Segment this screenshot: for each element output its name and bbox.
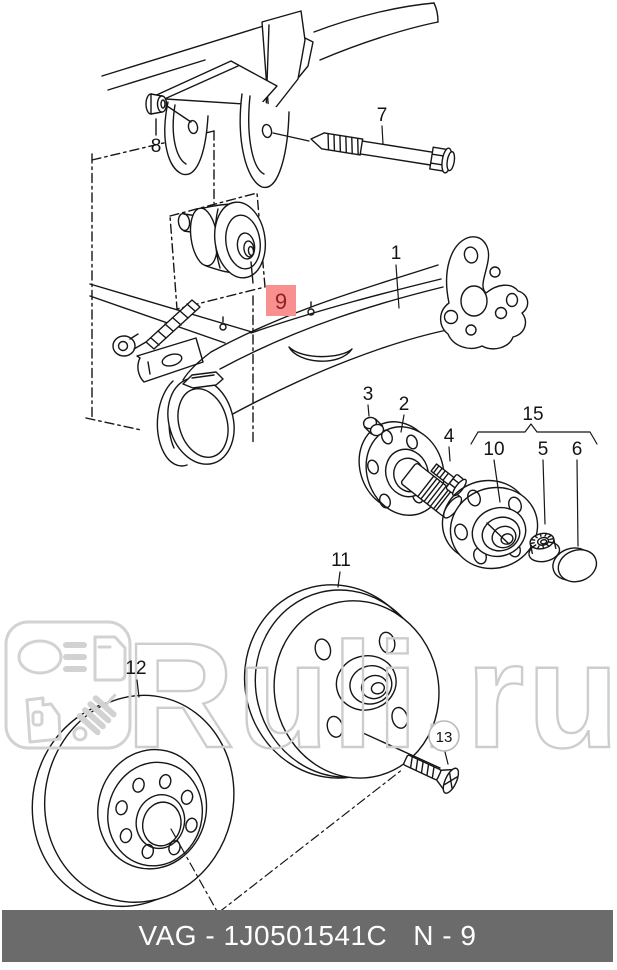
callout-7: 7 [377, 105, 388, 126]
body-bracket-drawing [101, 2, 439, 188]
footer-part-code: VAG - 1J0501541C [138, 920, 388, 951]
callout-13: 13 [436, 729, 453, 746]
flange-nut-drawing [145, 93, 192, 136]
headlight-icon [17, 639, 87, 675]
callout-15: 15 [522, 404, 543, 425]
dust-cap-drawing [552, 547, 598, 583]
shock-absorber-icon [72, 693, 117, 742]
callout-11: 11 [331, 550, 351, 571]
exploded-parts-diagram: Ruli.ru 1 2 3 4 5 6 7 8 10 11 12 15 9 13 [4, 2, 617, 910]
callout-9-highlighted: 9 [275, 289, 287, 314]
callout-4: 4 [444, 426, 455, 447]
callout-6: 6 [572, 439, 583, 460]
group-bracket-15 [470, 423, 598, 445]
stub-axle-shaft [400, 463, 463, 519]
brake-drum-drawing [243, 584, 440, 779]
wheel-hub-bearing-drawing [441, 479, 539, 570]
oil-canister-icon [25, 696, 62, 744]
alignment-dash-line [170, 768, 404, 910]
callout-annotations: 1 2 3 4 5 6 7 8 10 11 12 15 9 13 [125, 105, 598, 910]
footer-bar: VAG - 1J0501541C N - 9 [2, 910, 613, 962]
callout-5: 5 [538, 439, 549, 460]
footer-page-code: N - 9 [413, 920, 477, 951]
highlighted-part-box [266, 285, 296, 316]
axle-nut-drawing [528, 532, 561, 563]
hub-stub-axle-drawing [358, 421, 463, 519]
small-bolt-drawing [430, 463, 467, 497]
construction-lines [85, 130, 266, 445]
watermark-text: Ruli.ru [126, 611, 617, 779]
callout-2: 2 [399, 394, 410, 415]
cap-nut-drawing [362, 416, 385, 437]
countersunk-screw-drawing [403, 754, 460, 794]
watermark-logo [4, 620, 132, 750]
screw-alignment-line [362, 732, 441, 769]
hex-bolt-drawing [310, 132, 456, 174]
callout-13-circle [428, 720, 460, 752]
axle-beam-drawing [89, 236, 529, 467]
bonded-bushing-drawing [177, 201, 267, 284]
callout-3: 3 [363, 384, 374, 405]
callout-10: 10 [483, 439, 504, 460]
callout-12: 12 [125, 658, 146, 679]
car-door-icon [93, 635, 127, 682]
callout-8: 8 [151, 136, 162, 157]
callout-1: 1 [391, 243, 402, 264]
